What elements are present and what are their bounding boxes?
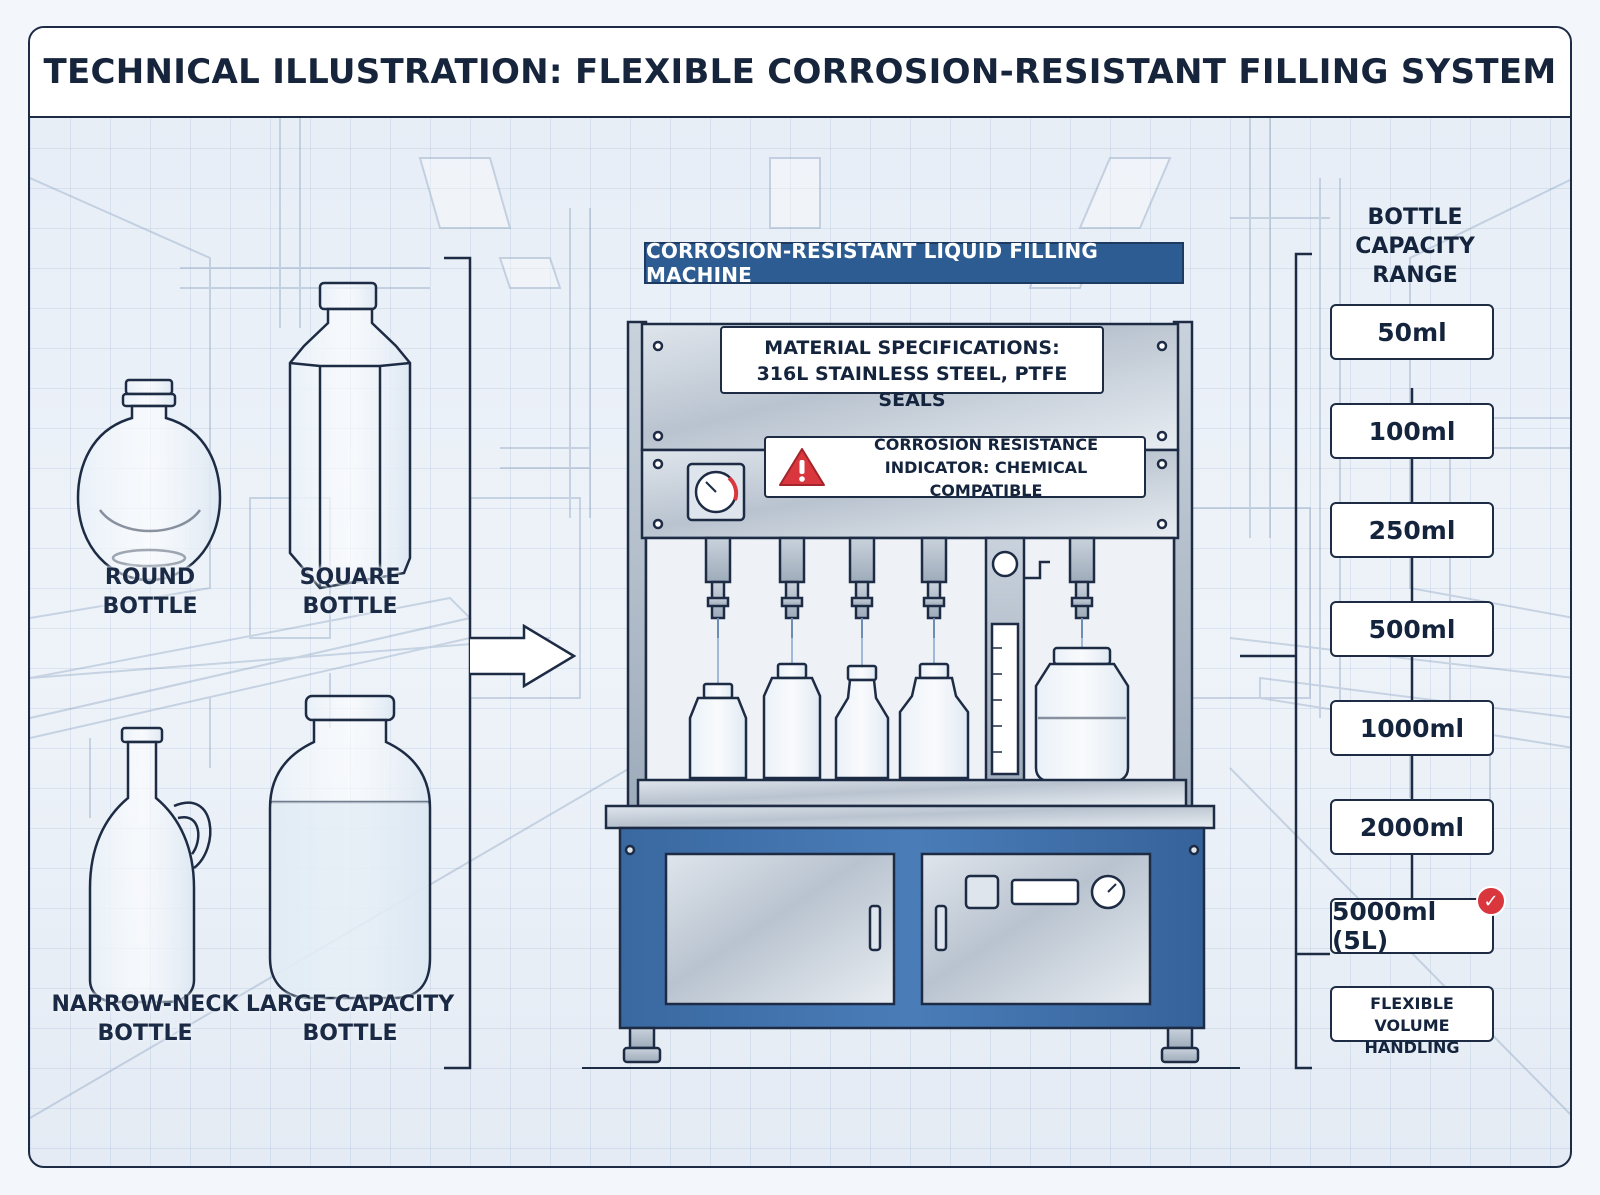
machine-title: CORROSION-RESISTANT LIQUID FILLING MACHI… xyxy=(644,239,1184,287)
corrosion-indicator-box: CORROSION RESISTANCE INDICATOR: CHEMICAL… xyxy=(764,435,1146,500)
large-capacity-bottle-drawing xyxy=(268,694,432,1000)
indicator-text: CORROSION RESISTANCE INDICATOR: CHEMICAL… xyxy=(828,433,1144,502)
indicator-line-2: INDICATOR: CHEMICAL COMPATIBLE xyxy=(884,457,1088,500)
round-bottle-drawing xyxy=(76,378,222,582)
capacity-item-max: 5000ml (5L) xyxy=(1330,897,1494,955)
square-bottle-label: SQUARE BOTTLE xyxy=(299,565,401,619)
material-spec-box: MATERIAL SPECIFICATIONS: 316L STAINLESS … xyxy=(720,326,1104,411)
spec-line-2: 316L STAINLESS STEEL, PTFE SEALS xyxy=(756,363,1068,411)
bottles-arrow xyxy=(444,256,577,1070)
square-bottle-drawing xyxy=(288,281,412,590)
capacity-item: 100ml xyxy=(1330,403,1494,459)
capacity-item: 250ml xyxy=(1330,502,1494,558)
page-title: TECHNICAL ILLUSTRATION: FLEXIBLE CORROSI… xyxy=(43,52,1557,92)
capacity-item: 500ml xyxy=(1330,601,1494,657)
capacity-item: 1000ml xyxy=(1330,700,1494,756)
capacity-item: 2000ml xyxy=(1330,799,1494,855)
checkmark-icon: ✓ xyxy=(1476,886,1506,916)
capacity-range-title: BOTTLE CAPACITY RANGE xyxy=(1355,205,1475,288)
spec-line-1: MATERIAL SPECIFICATIONS: xyxy=(764,337,1060,359)
capacity-item: 50ml xyxy=(1330,304,1494,360)
round-bottle-label: ROUND BOTTLE xyxy=(102,565,198,619)
narrow-neck-bottle-label: NARROW-NECK BOTTLE xyxy=(51,992,239,1046)
flexible-volume-box: FLEXIBLE VOLUME HANDLING xyxy=(1330,986,1494,1057)
large-capacity-bottle-label: LARGE CAPACITY BOTTLE xyxy=(245,992,455,1046)
factory-scene xyxy=(30,118,1570,1119)
warning-icon xyxy=(779,448,825,486)
illustration-frame: TECHNICAL ILLUSTRATION: FLEXIBLE CORROSI… xyxy=(28,26,1572,1168)
title-bar: TECHNICAL ILLUSTRATION: FLEXIBLE CORROSI… xyxy=(30,28,1570,118)
indicator-line-1: CORROSION RESISTANCE xyxy=(874,434,1098,454)
narrow-neck-bottle-drawing xyxy=(88,726,212,1004)
